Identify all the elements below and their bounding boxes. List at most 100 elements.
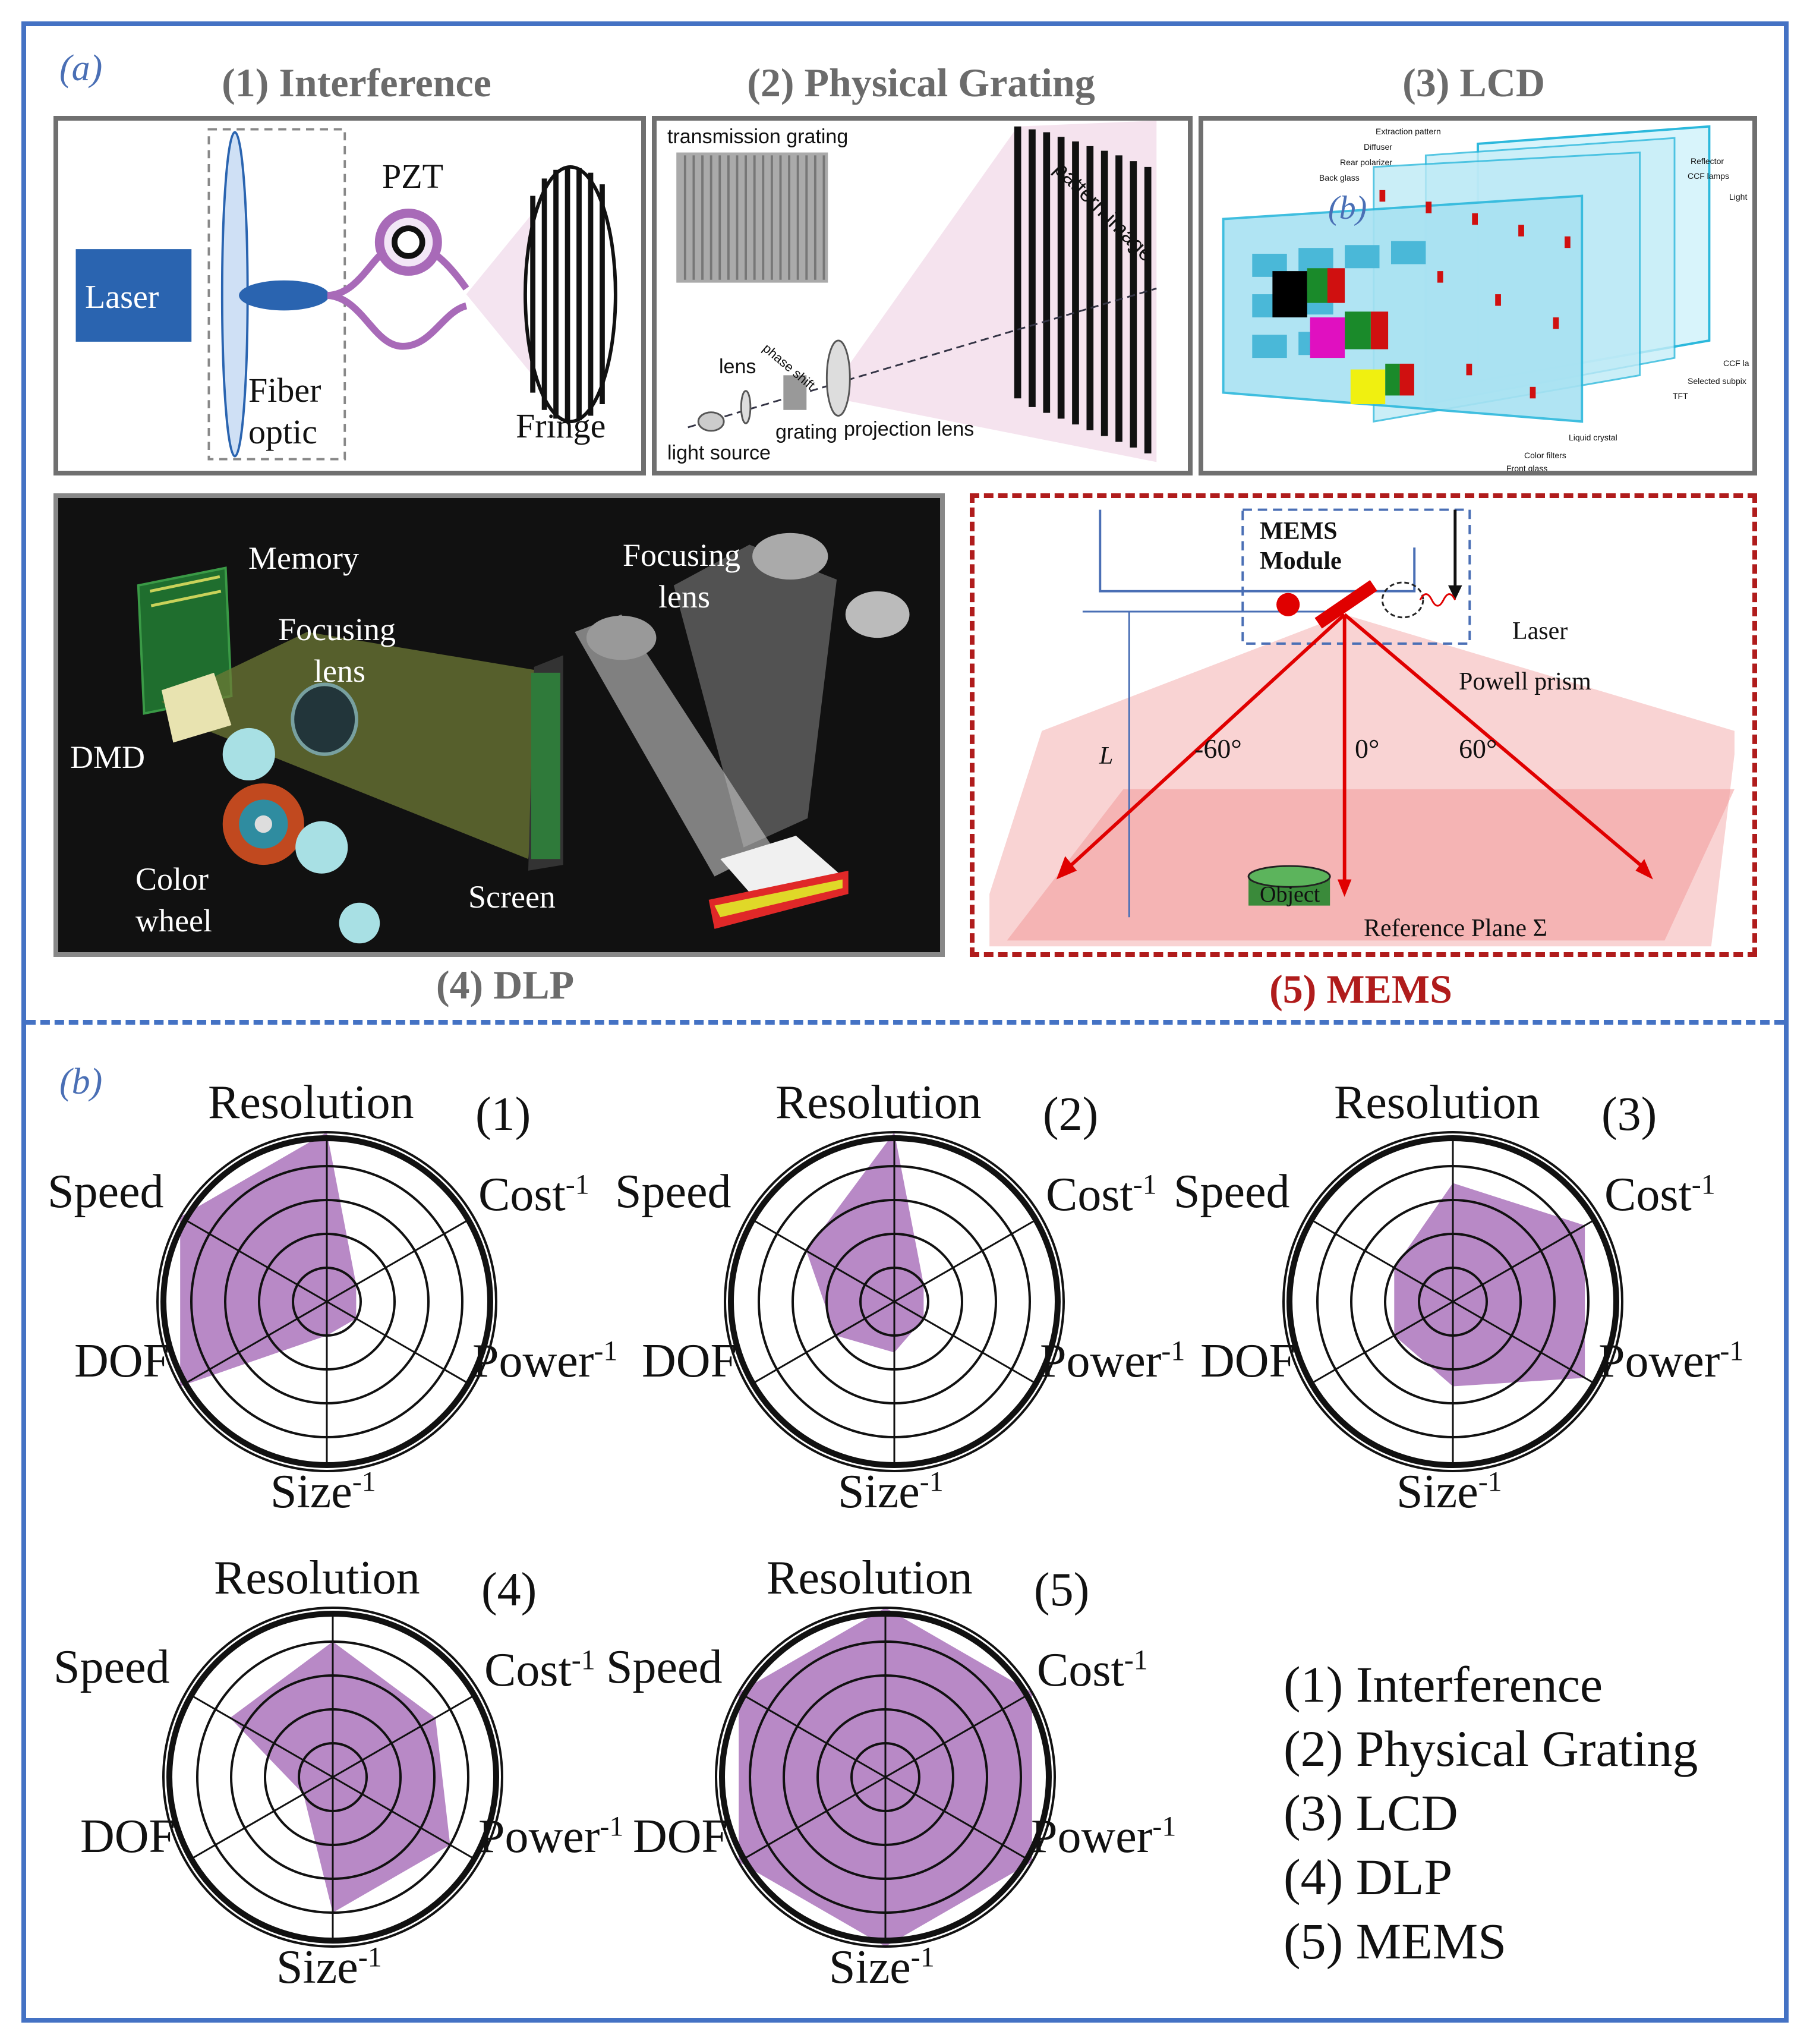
dlp-illustration [137, 533, 910, 944]
radar-ring [162, 1607, 503, 1948]
radar-svg-1 [156, 1131, 497, 1472]
dlp-title: (4) DLP [436, 962, 575, 1007]
angle-zero-label: 0° [1355, 733, 1380, 764]
legend-item-3: (3) LCD [1284, 1784, 1458, 1841]
legend-item-4: (4) DLP [1284, 1848, 1453, 1906]
radar-spoke [191, 1776, 333, 1860]
laser-label: Laser [85, 279, 159, 316]
angle-pos60-label: 60° [1459, 733, 1497, 764]
radar-ring [715, 1607, 1056, 1948]
projection-lens-label: projection lens [844, 418, 975, 440]
powell-prism-label: Powell prism [1459, 668, 1591, 695]
mems-title: (5) MEMS [1269, 966, 1452, 1012]
focusing-lens-label-2a: Focusing [623, 537, 741, 573]
transmission-grating-label: transmission grating [667, 125, 849, 148]
radar-axis-label-cost: Cost-1 [484, 1644, 595, 1696]
lcd-illustration [1222, 125, 1711, 423]
radar-axis-label-speed: Speed [53, 1641, 170, 1693]
fringe-label: Fringe [516, 407, 606, 445]
angle-neg60-label: -60° [1194, 733, 1242, 764]
radar-spoke [894, 1219, 1036, 1303]
memory-label: Memory [248, 540, 359, 576]
lens-label: lens [719, 355, 756, 378]
lcd-label-rear-polarizer: Rear polarizer [1340, 158, 1392, 167]
radar-spoke [1452, 1300, 1595, 1384]
radar-outer-ring [728, 1135, 1061, 1468]
mems-illustration [989, 508, 1735, 947]
optic-label: optic [248, 412, 317, 451]
radar-spoke [752, 1219, 895, 1303]
radar-spoke [332, 1695, 475, 1778]
radar-outer-ring [719, 1611, 1052, 1944]
lcd-label-ccf-la: CCF la [1723, 358, 1749, 368]
radar-axis-label-resolution: Resolution [767, 1552, 973, 1604]
grating-illustration [676, 121, 1157, 462]
radar-svg-3 [1282, 1131, 1623, 1472]
radar-axis-label-cost: Cost-1 [1604, 1169, 1716, 1221]
lcd-label-extraction: Extraction pattern [1376, 127, 1441, 136]
lcd-label-front-glass: Front glass [1506, 464, 1548, 473]
radar-svg-2 [724, 1131, 1065, 1472]
radar-axis-label-size: Size-1 [1396, 1466, 1502, 1518]
radar-axis-label-size: Size-1 [276, 1941, 382, 1993]
radar-chart-4 [162, 1607, 503, 1948]
lcd-label-ccf-lamps: CCF lamps [1688, 171, 1730, 181]
object-label: Object [1260, 882, 1320, 907]
panel-b-label: (b) [59, 1062, 103, 1102]
radar-spoke [743, 1776, 886, 1860]
radar-outer-ring [166, 1611, 499, 1944]
radar-svg-5 [715, 1607, 1056, 1948]
panel-divider [26, 1020, 1784, 1025]
radar-spoke [1452, 1219, 1595, 1303]
radar-chart-3 [1282, 1131, 1623, 1472]
interference-illustration [75, 128, 617, 461]
dlp-diagram: Memory Focusing lens DMD Color wheel Scr… [53, 493, 945, 957]
radar-outer-ring [1286, 1135, 1619, 1468]
radar-spoke [885, 1695, 1027, 1778]
radar-number-3: (3) [1601, 1088, 1657, 1141]
radar-svg-4 [162, 1607, 503, 1948]
interference-diagram: Laser PZT Fiber optic Fringe [53, 116, 646, 475]
radar-number-1: (1) [475, 1088, 531, 1141]
radar-spoke [191, 1695, 333, 1778]
radar-axis-label-speed: Speed [606, 1641, 723, 1693]
radar-axis-label-speed: Speed [1174, 1166, 1290, 1218]
reference-plane-label: Reference Plane Σ [1364, 915, 1547, 942]
figure-frame [21, 21, 1789, 2023]
focusing-lens-label-1b: lens [314, 653, 365, 689]
radar-spoke [326, 1219, 469, 1303]
fiber-label: Fiber [248, 371, 321, 410]
grating-diagram: transmission grating pattern image phase… [652, 116, 1193, 475]
radar-axis-label-resolution: Resolution [775, 1076, 982, 1129]
radar-axis-label-cost: Cost-1 [1037, 1644, 1148, 1696]
lcd-title: (3) LCD [1402, 60, 1545, 105]
radar-axis-label-power: Power-1 [1598, 1335, 1744, 1387]
mems-module-label-1: MEMS [1260, 518, 1338, 545]
legend-item-1: (1) Interference [1284, 1656, 1603, 1713]
lcd-label-selected-subpixel: Selected subpix [1688, 376, 1746, 386]
radar-ring [1282, 1131, 1623, 1472]
panel-a-label: (a) [59, 48, 103, 89]
radar-axis-label-resolution: Resolution [214, 1552, 420, 1604]
lcd-label-liquid-crystal: Liquid crystal [1569, 433, 1617, 442]
screen-label: Screen [468, 879, 556, 915]
radar-number-5: (5) [1034, 1564, 1090, 1616]
dmd-label: DMD [70, 739, 146, 775]
radar-ring [156, 1131, 497, 1472]
radar-polygon-1 [180, 1132, 357, 1387]
radar-axis-label-size: Size-1 [838, 1466, 944, 1518]
radar-axis-label-power: Power-1 [1040, 1335, 1185, 1387]
light-source-label: light source [667, 442, 771, 464]
lcd-label-back-glass: Back glass [1319, 173, 1360, 182]
lcd-label-reflector: Reflector [1691, 156, 1724, 166]
radar-spoke [1311, 1219, 1453, 1303]
grating-label: grating [775, 421, 837, 443]
radar-axis-label-dof: DOF [74, 1335, 170, 1387]
radar-axis-label-power: Power-1 [478, 1810, 624, 1863]
l-distance-label: L [1099, 742, 1114, 770]
color-wheel-label-2: wheel [135, 903, 212, 938]
mems-laser-label: Laser [1512, 618, 1568, 645]
interference-title: (1) Interference [222, 60, 491, 105]
focusing-lens-label-2b: lens [658, 579, 710, 615]
radar-axis-label-speed: Speed [48, 1166, 164, 1218]
